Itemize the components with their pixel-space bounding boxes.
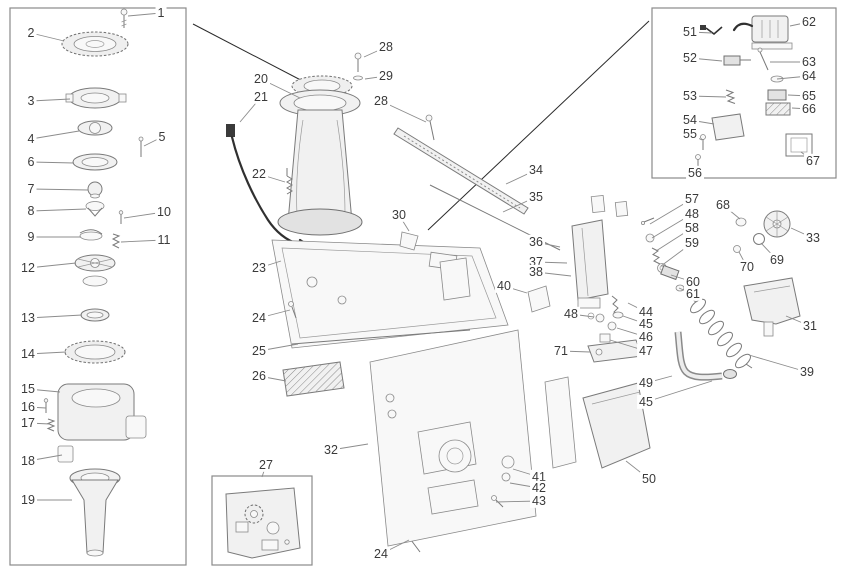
- callout-12: 12: [19, 260, 37, 276]
- leader-line-45: [645, 380, 713, 403]
- callout-18: 18: [19, 453, 37, 469]
- callout-31: 31: [801, 318, 819, 334]
- callout-50: 50: [640, 471, 658, 487]
- leader-line-7: [30, 188, 89, 191]
- leader-line-8: [30, 208, 87, 212]
- callout-65: 65: [800, 88, 818, 104]
- callout-43: 43: [530, 493, 548, 509]
- callout-39: 39: [798, 364, 816, 380]
- leader-line-6: [30, 161, 75, 164]
- callout-38: 38: [527, 264, 545, 280]
- callout-61: 61: [684, 286, 702, 302]
- callout-29: 29: [377, 68, 395, 84]
- callout-57: 57: [683, 191, 701, 207]
- callout-10: 10: [155, 204, 173, 220]
- callout-4: 4: [25, 131, 37, 147]
- connector-line-right-inset: [427, 20, 650, 231]
- callout-24: 24: [372, 546, 390, 562]
- callout-28: 28: [372, 93, 390, 109]
- callout-68: 68: [714, 197, 732, 213]
- callout-41: 41: [530, 469, 548, 485]
- callout-30: 30: [390, 207, 408, 223]
- callout-19: 19: [19, 492, 37, 508]
- leader-line-3: [30, 98, 71, 102]
- callout-42: 42: [530, 480, 548, 496]
- solenoid-valve-art: [695, 15, 813, 168]
- callout-66: 66: [800, 101, 818, 117]
- callout-51: 51: [681, 24, 699, 40]
- callout-71: 71: [552, 343, 570, 359]
- callout-9: 9: [25, 229, 37, 245]
- callout-62: 62: [800, 14, 818, 30]
- callout-24: 24: [250, 310, 268, 326]
- callout-53: 53: [681, 88, 699, 104]
- callout-13: 13: [19, 310, 37, 326]
- callout-49: 49: [637, 375, 655, 391]
- callout-54: 54: [681, 112, 699, 128]
- callout-69: 69: [768, 252, 786, 268]
- callout-70: 70: [738, 259, 756, 275]
- leader-line-4: [30, 130, 80, 140]
- callout-34: 34: [527, 162, 545, 178]
- callout-6: 6: [25, 154, 37, 170]
- callout-25: 25: [250, 343, 268, 359]
- callout-28: 28: [377, 39, 395, 55]
- callout-60: 60: [684, 274, 702, 290]
- burr-stack-art: [43, 8, 147, 557]
- callout-17: 17: [19, 415, 37, 431]
- callout-5: 5: [156, 129, 168, 145]
- callout-2: 2: [25, 25, 37, 41]
- callout-23: 23: [250, 260, 268, 276]
- callout-3: 3: [25, 93, 37, 109]
- callout-14: 14: [19, 346, 37, 362]
- callout-36: 36: [527, 234, 545, 250]
- callout-46: 46: [637, 329, 655, 345]
- callout-67: 67: [804, 153, 822, 169]
- callout-45: 45: [637, 394, 655, 410]
- leader-line-2: [30, 32, 65, 42]
- leader-line-13: [27, 314, 83, 319]
- callout-35: 35: [527, 189, 545, 205]
- leader-line-39: [748, 354, 808, 373]
- callout-48: 48: [683, 206, 701, 222]
- inset-box-valve-assembly: [651, 7, 837, 179]
- callout-64: 64: [800, 68, 818, 84]
- callout-47: 47: [637, 343, 655, 359]
- callout-45: 45: [637, 316, 655, 332]
- inset-box-grinder-stack: [9, 7, 187, 566]
- callout-1: 1: [155, 5, 167, 21]
- callout-16: 16: [19, 399, 37, 415]
- callout-59: 59: [683, 235, 701, 251]
- callout-27: 27: [257, 457, 275, 473]
- callout-22: 22: [250, 166, 268, 182]
- connector-line-left-inset: [192, 23, 317, 89]
- callout-40: 40: [495, 278, 513, 294]
- callout-26: 26: [250, 368, 268, 384]
- callout-11: 11: [155, 232, 173, 248]
- callout-15: 15: [19, 381, 37, 397]
- grinder-chassis-art: [226, 52, 801, 553]
- callout-58: 58: [683, 220, 701, 236]
- callout-7: 7: [25, 181, 37, 197]
- callout-48: 48: [562, 306, 580, 322]
- gearbox-art: [225, 487, 301, 559]
- callout-56: 56: [686, 165, 704, 181]
- callout-44: 44: [637, 304, 655, 320]
- callout-33: 33: [804, 230, 822, 246]
- callout-55: 55: [681, 126, 699, 142]
- callout-8: 8: [25, 203, 37, 219]
- callout-21: 21: [252, 89, 270, 105]
- callout-52: 52: [681, 50, 699, 66]
- callout-20: 20: [252, 71, 270, 87]
- callout-63: 63: [800, 54, 818, 70]
- leader-line-1: [127, 12, 162, 17]
- callout-32: 32: [322, 442, 340, 458]
